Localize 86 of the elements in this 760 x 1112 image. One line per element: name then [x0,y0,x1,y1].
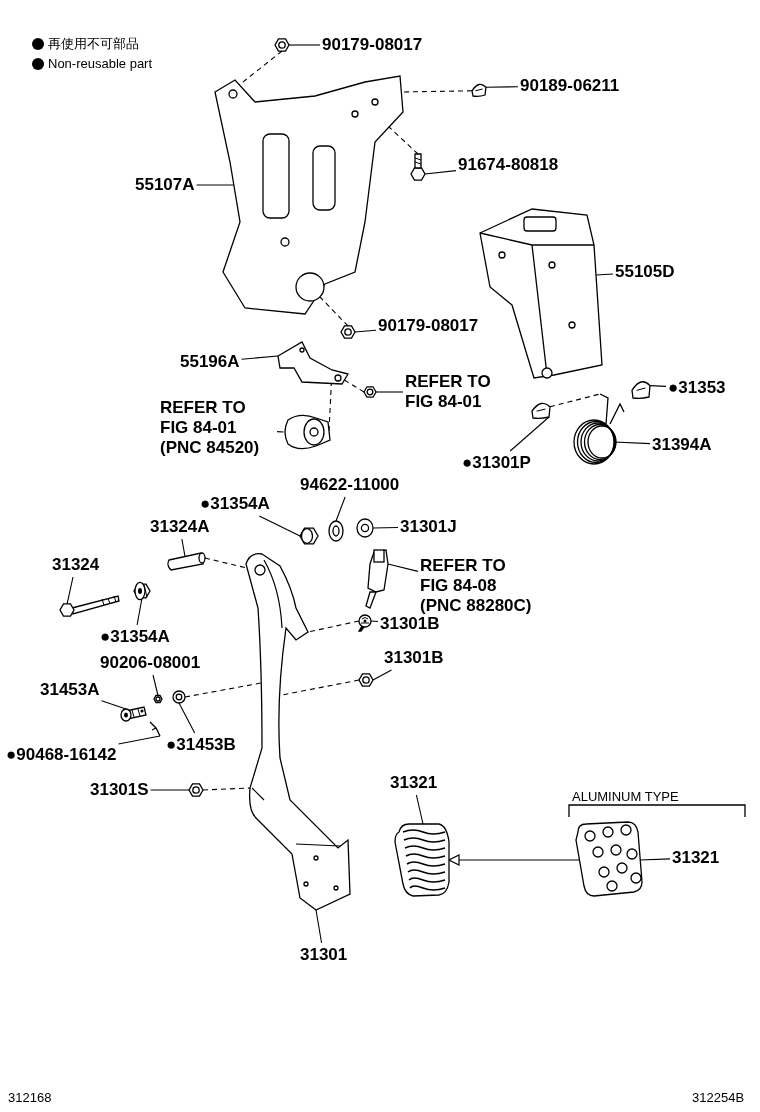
pipe-drawing [165,550,207,570]
leader-line [117,735,161,745]
leader-line [375,391,404,393]
part-number: 31453A [40,680,100,700]
leader-line [315,909,323,944]
leader-line [387,563,419,572]
leader-line [66,576,74,605]
leader-line [181,538,186,558]
legend-text: Non-reusable part [48,56,153,72]
leader-line [101,700,127,710]
leader-line [415,794,424,825]
leader-line [258,515,301,537]
part-number: 31301 [300,945,348,965]
part-number: 55105D [615,262,675,282]
arrow [448,854,581,866]
part-number: 90179-08017 [378,316,479,336]
leader-line [178,702,196,734]
bolt-drawing [410,152,426,180]
nut-drawing [153,693,163,705]
reference-note: REFER TO FIG 84-08 (PNC 88280C) [420,556,535,616]
figure-number: 312254B [692,1090,745,1106]
reference-note: REFER TO FIG 84-01 (PNC 84520) [160,398,275,458]
part-number: ●31354A [100,627,170,647]
washer-drawing [328,520,344,542]
leader-line [335,496,346,522]
leader-line [288,44,321,46]
leader-line [136,597,143,626]
leader-line [485,86,519,88]
figure-number: 312168 [8,1090,52,1106]
type-heading: ALUMINUM TYPE [572,789,679,805]
leader-line [595,273,614,276]
dashed-line [202,787,251,791]
part-number: 90179-08017 [322,35,423,55]
legend-text: 再使用不可部品 [48,36,139,52]
part-number: 90206-08001 [100,653,201,673]
part-number: ●31453B [166,735,236,755]
pin-drawing [120,705,148,723]
leader-line [152,674,159,697]
leader-line [372,669,393,681]
dashed-line [307,620,360,633]
leader-line [196,184,235,186]
bushing-drawing [298,525,320,547]
cotter-pin-drawing [148,720,162,738]
leader-line [509,416,550,452]
leader-line [241,355,279,360]
leader-line [424,170,457,175]
dashed-line [388,126,419,155]
dashed-line [184,682,262,698]
part-number: 31394A [652,435,712,455]
part-number: 31301B [380,614,440,634]
part-number: 31321 [672,848,720,868]
leader-line [354,329,377,333]
part-number: 31301S [90,780,149,800]
nut-drawing [358,672,374,688]
part-number: ●31353 [668,378,726,398]
part-number: 31321 [390,773,438,793]
part-number: 31301B [384,648,444,668]
leader-line [150,789,190,791]
part-number: ●31354A [200,494,270,514]
nut-drawing [188,782,204,798]
leader-line [372,526,399,529]
leader-line [649,385,667,387]
collar-drawing [172,690,186,704]
part-number: 31324 [52,555,100,575]
nut-drawing [363,385,377,399]
part-number: ●90468-16142 [6,745,117,765]
part-number: 90189-06211 [520,76,620,96]
nut-drawing [274,37,290,53]
dashed-line [319,296,349,327]
part-number: 94622-11000 [300,475,400,495]
collar-drawing [356,518,374,538]
part-number: 31324A [150,517,210,537]
part-number: 55196A [180,352,240,372]
part-number: 55107A [135,175,195,195]
reference-note: REFER TO FIG 84-01 [405,372,520,412]
nut-drawing [340,324,356,340]
dashed-line [549,393,601,408]
leader-line [276,431,285,433]
pedal-pad-drawing [572,820,644,898]
ball-joint-drawing [356,613,372,631]
pedal-pad-drawing [393,822,451,897]
part-number: 91674-80818 [458,155,559,175]
leader-line [370,620,379,623]
leader-line [639,858,671,861]
part-number: 31301J [400,517,457,537]
part-number: ●31301P [462,453,531,473]
